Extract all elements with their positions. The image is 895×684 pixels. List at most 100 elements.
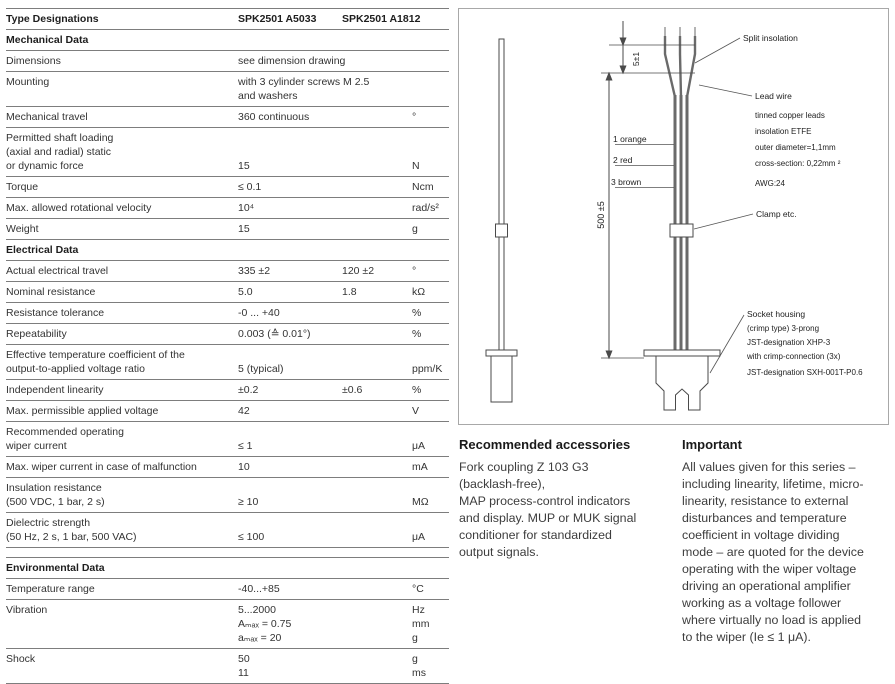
wire-2-label: 2 red xyxy=(613,155,633,165)
param-cell: Recommended operating wiper current xyxy=(6,421,238,457)
shaft-rod xyxy=(498,38,505,353)
rod-stop xyxy=(495,223,508,238)
unit-cell: rad/s² xyxy=(412,197,449,219)
section-title: Environmental Data xyxy=(6,557,449,579)
split-length-dimension: 5±1 xyxy=(631,52,641,66)
value-a1812-cell xyxy=(342,106,412,128)
param-cell: Max. allowed rotational velocity xyxy=(6,197,238,219)
value-a1812-cell: 120 ±2 xyxy=(342,260,412,282)
lead-wire-label: Lead wire xyxy=(755,91,792,101)
value-a1812-cell xyxy=(342,344,412,380)
lead-wire-detail: tinned copper leads xyxy=(755,111,825,120)
unit-cell: μA xyxy=(412,421,449,457)
section-header-row: Mechanical Data xyxy=(6,29,449,51)
value-a1812-cell xyxy=(342,400,412,422)
param-cell: Nominal resistance xyxy=(6,281,238,303)
mounting-plate-right xyxy=(643,349,721,357)
param-cell: Mechanical travel xyxy=(6,106,238,128)
unit-cell: V xyxy=(412,400,449,422)
param-cell: Independent linearity xyxy=(6,379,238,401)
spec-table: Type Designations SPK2501 A5033 SPK2501 … xyxy=(6,8,449,684)
unit-cell: Ncm xyxy=(412,176,449,198)
value-a5033-cell: 15 xyxy=(238,127,342,177)
param-cell: Max. wiper current in case of malfunctio… xyxy=(6,456,238,478)
param-cell: Shock xyxy=(6,648,238,684)
wire-tips xyxy=(664,27,696,36)
datasheet-page: Type Designations SPK2501 A5033 SPK2501 … xyxy=(6,8,889,684)
value-a5033-cell: ≤ 0.1 xyxy=(238,176,342,198)
value-a1812-cell xyxy=(342,197,412,219)
value-a5033-cell: 5 (typical) xyxy=(238,344,342,380)
value-a5033-cell: 15 xyxy=(238,218,342,240)
lead-wire-detail: outer diameter=1,1mm xyxy=(755,143,836,152)
wire-strands xyxy=(663,36,697,98)
socket-detail: JST-designation SXH-001T-P0.6 xyxy=(747,368,863,377)
value-a1812-cell xyxy=(342,50,412,72)
unit-cell: MΩ xyxy=(412,477,449,513)
wire-3-label: 3 brown xyxy=(611,177,642,187)
cable-length-dimension: 500 ±5 xyxy=(596,201,606,228)
value-a5033-cell: 42 xyxy=(238,400,342,422)
dimension-drawing-panel: Split insolation Lead wire tinned copper… xyxy=(458,8,889,425)
unit-cell: kΩ xyxy=(412,281,449,303)
value-a1812-cell xyxy=(342,477,412,513)
wire-1-label: 1 orange xyxy=(613,134,647,144)
value-a1812-cell xyxy=(342,456,412,478)
important-body: All values given for this series – inclu… xyxy=(682,460,864,644)
value-a1812-cell: 1.8 xyxy=(342,281,412,303)
table-row: Resistance tolerance-0 ... +40% xyxy=(6,302,449,324)
mounting-plate-left xyxy=(485,349,518,357)
param-cell: Temperature range xyxy=(6,578,238,600)
param-cell: Effective temperature coefficient of the… xyxy=(6,344,238,380)
unit-cell: ° xyxy=(412,106,449,128)
value-a5033-cell: 10 xyxy=(238,456,342,478)
socket-detail: with crimp-connection (3x) xyxy=(746,352,841,361)
dimension-lines xyxy=(601,21,695,360)
value-a1812-cell xyxy=(342,421,412,457)
param-cell: Actual electrical travel xyxy=(6,260,238,282)
accessories-body: Fork coupling Z 103 G3 (backlash-free), … xyxy=(459,460,637,559)
device-body xyxy=(490,355,513,403)
clamp-label: Clamp etc. xyxy=(756,209,797,219)
value-a1812-cell xyxy=(342,71,412,107)
section-title: Electrical Data xyxy=(6,239,449,261)
param-cell: Mounting xyxy=(6,71,238,107)
value-a1812-cell xyxy=(342,512,412,548)
value-a5033-cell: 5.0 xyxy=(238,281,342,303)
value-a1812-cell xyxy=(342,578,412,600)
section-spacer xyxy=(6,548,449,558)
leader-lines xyxy=(615,37,754,374)
accessories-title: Recommended accessories xyxy=(459,437,631,452)
dimension-drawing: Split insolation Lead wire tinned copper… xyxy=(485,21,863,411)
socket-housing-label: Socket housing xyxy=(747,309,805,319)
value-a5033-cell: 5...2000 Aₘₐₓ = 0.75 aₘₐₓ = 20 xyxy=(238,599,342,649)
value-a1812-cell xyxy=(342,648,412,684)
param-cell: Dimensions xyxy=(6,50,238,72)
value-a5033-cell: with 3 cylinder screws M 2.5 and washers xyxy=(238,71,369,107)
important-title: Important xyxy=(682,437,742,452)
unit-cell: °C xyxy=(412,578,449,600)
lead-wire-detail: insolation ETFE xyxy=(755,127,811,136)
value-a5033-cell: -0 ... +40 xyxy=(238,302,342,324)
lead-wire-detail: cross-section: 0,22mm ² xyxy=(755,159,841,168)
unit-cell: N xyxy=(412,127,449,177)
table-row: Insulation resistance (500 VDC, 1 bar, 2… xyxy=(6,477,449,513)
table-row: Independent linearity±0.2±0.6% xyxy=(6,379,449,401)
param-cell: Permitted shaft loading (axial and radia… xyxy=(6,127,238,177)
socket-connector xyxy=(655,355,709,411)
value-a5033-cell: -40...+85 xyxy=(238,578,342,600)
lead-wire-detail: AWG:24 xyxy=(755,179,785,188)
param-cell: Repeatability xyxy=(6,323,238,345)
unit-cell: μA xyxy=(412,512,449,548)
value-a5033-cell: 335 ±2 xyxy=(238,260,342,282)
param-cell: Dielectric strength (50 Hz, 2 s, 1 bar, … xyxy=(6,512,238,548)
table-header-row: Type Designations SPK2501 A5033 SPK2501 … xyxy=(6,8,449,30)
